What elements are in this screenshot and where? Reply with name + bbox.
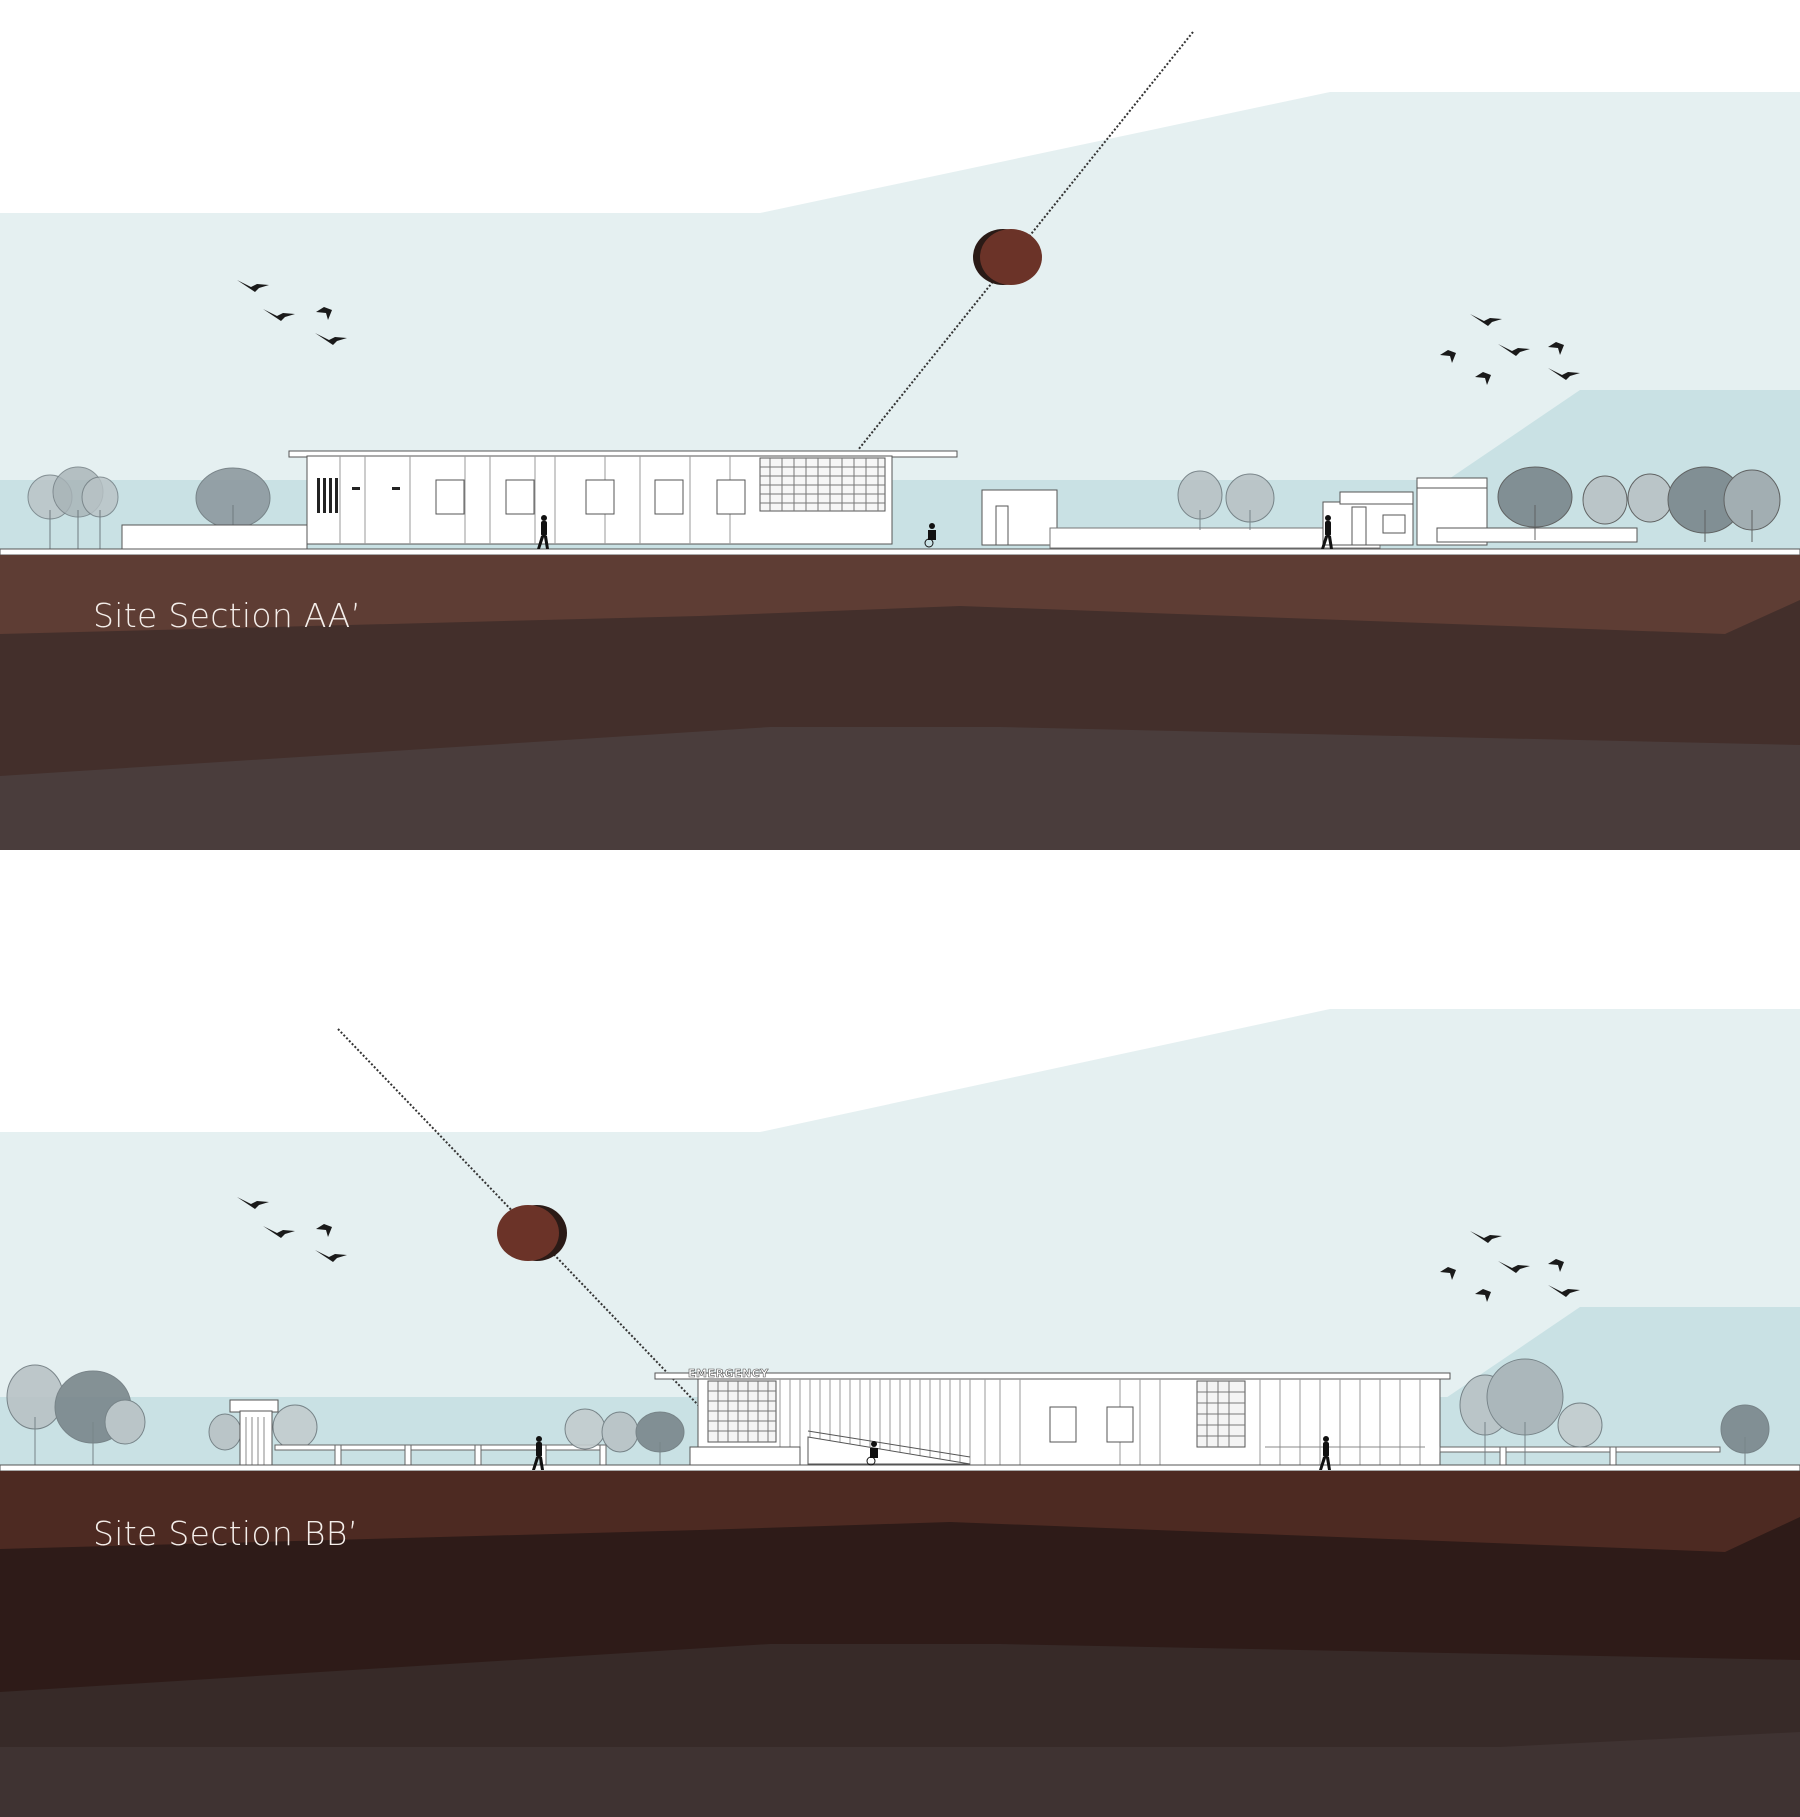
sun-icon: [497, 1205, 567, 1261]
sun-ray-line: [857, 31, 1194, 451]
section-title: Site Section BB’: [93, 1514, 359, 1553]
annex-building: [981, 489, 1058, 546]
access-ramp: [807, 1436, 971, 1465]
distant-hills: [0, 390, 1800, 485]
entrance-steps: [689, 1446, 801, 1466]
site-section-aa: Site Section AA’: [0, 0, 1800, 900]
right-building: [1322, 477, 1638, 546]
annex-door: [995, 505, 1009, 546]
main-building: [288, 450, 958, 545]
distant-hills: [0, 1307, 1800, 1402]
bird-flock-right: [1440, 314, 1580, 385]
site-section-bb-drawing: EMERGENCY: [0, 1009, 1800, 1817]
ground-strip: [0, 1464, 1800, 1472]
site-section-bb: EMERGENCY Site Section BB’: [0, 917, 1800, 1817]
tree-cluster-center-left: [564, 1408, 685, 1467]
tree-cluster-center: [1177, 470, 1275, 530]
gate-kiosk: [229, 1399, 279, 1467]
ground-strip: [0, 548, 1800, 556]
person-figures: [537, 515, 1333, 549]
bird-flock-left: [237, 1197, 347, 1262]
soil-layer-bottom: [0, 727, 1800, 850]
main-building: [654, 1372, 1451, 1466]
tree-cluster-right: [1497, 466, 1781, 542]
tree-cluster-left: [27, 466, 271, 550]
soil-layer-bottom: [0, 1732, 1800, 1817]
emergency-sign: EMERGENCY: [688, 1367, 769, 1380]
sky-backdrop: [0, 92, 1800, 555]
site-plinth: [121, 524, 308, 553]
bird-flock-right: [1440, 1231, 1580, 1302]
site-section-aa-drawing: [0, 31, 1800, 850]
person-figures: [532, 1436, 1331, 1470]
section-title: Site Section AA’: [93, 596, 362, 635]
tree-cluster-right: [1459, 1358, 1770, 1465]
sky-backdrop: [0, 1009, 1800, 1472]
bird-flock-left: [237, 280, 347, 345]
sun-icon: [973, 229, 1042, 285]
